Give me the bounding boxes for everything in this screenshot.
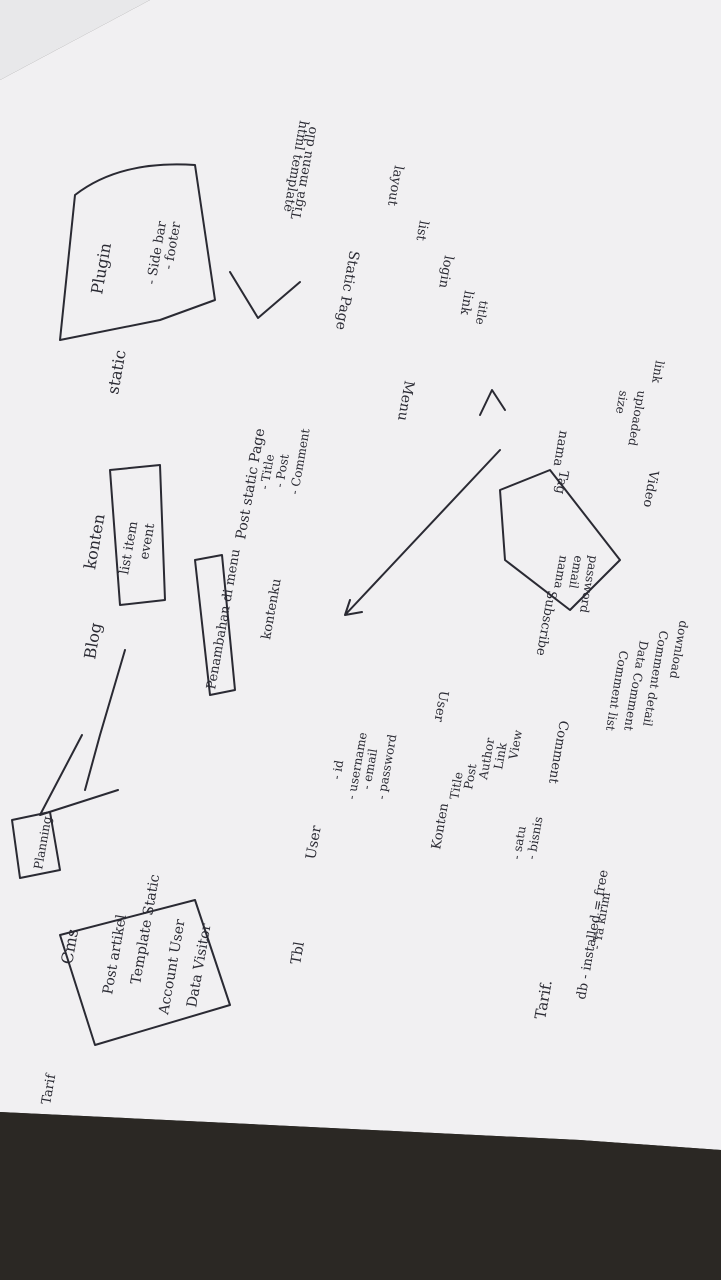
layout-label: layout <box>384 164 406 207</box>
subscribe-box <box>499 469 621 611</box>
list-label: list <box>412 219 430 242</box>
menu-label: Menu <box>394 379 417 422</box>
user-label: User <box>303 824 325 861</box>
tarif-label: Tarif <box>39 1072 59 1106</box>
diagonal-arrow <box>344 449 501 616</box>
link-label: link <box>457 289 476 316</box>
paper-shadow <box>0 0 150 80</box>
konten-box <box>109 464 166 606</box>
title-label: title <box>473 299 491 325</box>
static-check-arrow <box>229 271 301 319</box>
subscribe-field-2: email <box>566 554 586 589</box>
konten-field-3: Post <box>461 763 479 791</box>
upper-arrow <box>479 389 506 416</box>
size-label: size <box>613 389 631 414</box>
plugin-box <box>59 163 216 341</box>
user-field-1: - id <box>329 759 346 781</box>
tag-label: Tag <box>552 469 571 495</box>
planning-box <box>11 811 61 879</box>
konten-item-2: event <box>137 522 158 561</box>
paper-sheet <box>0 0 721 1150</box>
post-static-item-1: - Title <box>257 453 277 490</box>
cms-box <box>59 899 231 1046</box>
konten-field-5: Link <box>491 741 510 771</box>
video-label: Video <box>640 468 661 508</box>
konten-field-6: View <box>506 728 525 761</box>
subscribe-field-1: nama <box>551 554 571 589</box>
menu-box <box>194 554 236 696</box>
konten-field-2: Title <box>447 771 466 801</box>
tbl-label: Tbl <box>288 940 308 966</box>
login-label: login <box>435 254 456 290</box>
konten-user-arrow: User <box>430 689 450 723</box>
floor-shadow <box>0 1112 721 1280</box>
link-small-label: link <box>649 359 667 384</box>
post-static-item-2: - Post <box>272 453 292 489</box>
connector-lines <box>39 649 126 816</box>
nama-label: nama <box>550 429 571 468</box>
tarif-notes-4: - satu <box>509 825 529 861</box>
